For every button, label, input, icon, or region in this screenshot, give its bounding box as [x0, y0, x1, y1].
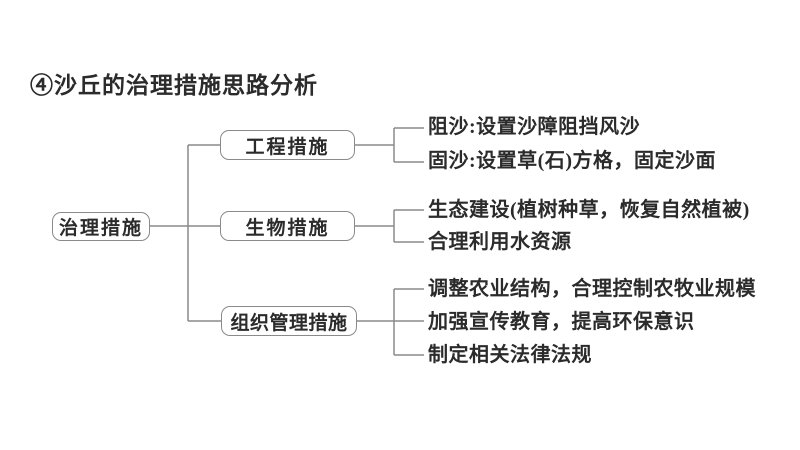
leaf-block-sand: 阻沙:设置沙障阻挡风沙	[428, 116, 641, 138]
leaf-ecological-construction: 生态建设(植树种草，恢复自然植被)	[428, 199, 750, 221]
node-governance-measures: 治理措施	[52, 212, 150, 241]
leaf-laws-regulations: 制定相关法律法规	[428, 344, 592, 366]
node-management-measures: 组织管理措施	[221, 306, 357, 336]
leaf-adjust-agriculture: 调整农业结构，合理控制农牧业规模	[428, 278, 756, 300]
leaf-fix-sand: 固沙:设置草(石)方格，固定沙面	[428, 150, 716, 172]
leaf-water-resources: 合理利用水资源	[428, 231, 572, 253]
node-biological-measures: 生物措施	[220, 211, 355, 241]
node-engineering-measures: 工程措施	[220, 130, 355, 160]
page-title: ④沙丘的治理措施思路分析	[30, 73, 318, 98]
leaf-education-awareness: 加强宣传教育，提高环保意识	[428, 311, 695, 333]
